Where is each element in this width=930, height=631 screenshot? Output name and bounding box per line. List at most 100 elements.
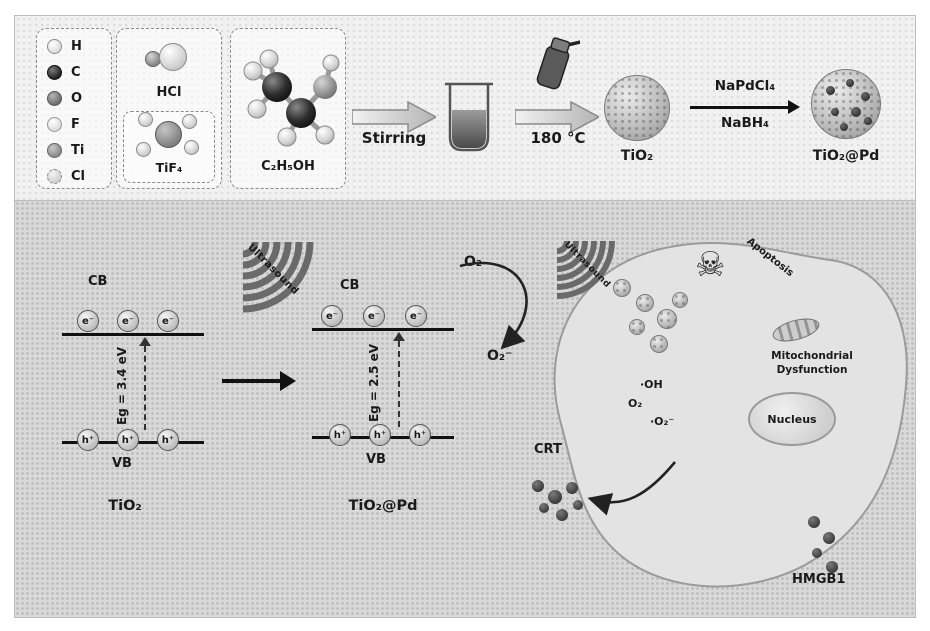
electron-icon: e⁻ bbox=[77, 310, 99, 332]
tif4-box: TiF₄ bbox=[123, 111, 215, 183]
mitochondrial-label-line2: Dysfunction bbox=[776, 364, 848, 376]
atom-c-icon bbox=[47, 64, 62, 80]
electron-icon: e⁻ bbox=[321, 305, 343, 327]
hole-icon: h⁺ bbox=[117, 429, 139, 451]
legend-item-cl: Cl bbox=[37, 163, 111, 189]
f-atom-icon bbox=[184, 140, 199, 155]
skull-icon: ☠ bbox=[695, 245, 726, 285]
cb-line-tio2pd bbox=[312, 328, 454, 331]
nanoparticle-icon bbox=[613, 279, 631, 297]
legend-label-f: F bbox=[71, 116, 80, 132]
electron-icon: e⁻ bbox=[363, 305, 385, 327]
cb-line-tio2 bbox=[62, 333, 204, 336]
hole-icon: h⁺ bbox=[329, 424, 351, 446]
crt-dot-icon bbox=[573, 500, 583, 510]
mitochondrial-label-line1: Mitochondrial bbox=[771, 350, 853, 362]
bandgap-arrow-head-tio2pd bbox=[393, 332, 405, 341]
ti-atom-icon bbox=[155, 121, 182, 148]
electron-icon: e⁻ bbox=[405, 305, 427, 327]
reduction-arrow-line bbox=[690, 106, 790, 109]
stirring-label: Stirring bbox=[361, 129, 427, 147]
pd-dot-icon bbox=[846, 79, 854, 87]
nanoparticle-icon bbox=[672, 292, 688, 308]
stirring-arrow bbox=[352, 100, 436, 134]
atom-ti-icon bbox=[47, 142, 62, 158]
crt-arrow bbox=[587, 461, 677, 516]
hydroxyl-radical-label: ·OH bbox=[640, 378, 663, 391]
tio2pd-nanoparticle bbox=[811, 69, 881, 139]
superoxide-label: O₂⁻ bbox=[487, 348, 513, 364]
legend-label-o: O bbox=[71, 90, 83, 106]
reduction-arrow-head bbox=[788, 100, 800, 114]
nabh4-label: NaBH₄ bbox=[721, 115, 769, 131]
crt-dot-icon bbox=[556, 509, 568, 521]
hmgb1-label: HMGB1 bbox=[792, 572, 846, 587]
bandgap-arrow-tio2 bbox=[144, 346, 146, 430]
nucleus-label: Nucleus bbox=[767, 412, 817, 426]
transformation-arrow-line bbox=[222, 379, 280, 383]
pd-dot-icon bbox=[826, 86, 835, 95]
bandgap-label-tio2: Eg = 3.4 eV bbox=[115, 346, 129, 426]
cb-label-tio2pd: CB bbox=[340, 278, 360, 293]
napdcl4-label: NaPdCl₄ bbox=[714, 78, 776, 94]
atom-o-icon bbox=[47, 90, 62, 106]
legend-label-h: H bbox=[71, 38, 82, 54]
autoclave-icon bbox=[536, 37, 580, 90]
legend-item-h: H bbox=[37, 33, 111, 59]
legend-label-ti: Ti bbox=[71, 142, 85, 158]
hmgb1-dot-icon bbox=[823, 532, 835, 544]
o2-cell-label: O₂ bbox=[628, 397, 643, 410]
pd-dot-icon bbox=[861, 92, 870, 101]
transformation-arrow-head bbox=[280, 371, 296, 391]
pd-dot-icon bbox=[840, 123, 848, 131]
tio2-nanoparticle bbox=[604, 75, 670, 141]
o2-label: O₂ bbox=[464, 254, 483, 270]
ethanol-label: C₂H₅OH bbox=[261, 159, 315, 174]
nucleus: Nucleus bbox=[748, 392, 836, 446]
tio2-product-label: TiO₂ bbox=[620, 148, 654, 164]
hole-icon: h⁺ bbox=[409, 424, 431, 446]
legend-label-c: C bbox=[71, 64, 81, 80]
nanoparticle-icon bbox=[636, 294, 654, 312]
legend-item-o: O bbox=[37, 85, 111, 111]
atom-legend: H C O F Ti Cl bbox=[36, 28, 112, 189]
superoxide-cell-label: ·O₂⁻ bbox=[650, 415, 675, 428]
heating-arrow bbox=[515, 100, 599, 134]
bandgap-arrow-tio2pd bbox=[398, 341, 400, 427]
precursor-box-ethanol: C₂H₅OH bbox=[230, 28, 346, 189]
o2-reduction-arrow bbox=[459, 261, 528, 350]
hole-icon: h⁺ bbox=[369, 424, 391, 446]
f-atom-icon bbox=[138, 112, 153, 127]
atom-f-icon bbox=[47, 116, 62, 132]
material-label-tio2: TiO₂ bbox=[108, 498, 142, 514]
hole-icon: h⁺ bbox=[77, 429, 99, 451]
tio2pd-product-label: TiO₂@Pd bbox=[812, 148, 880, 164]
beaker-icon bbox=[445, 82, 493, 152]
bandgap-label-tio2pd: Eg = 2.5 eV bbox=[367, 343, 381, 423]
ethanol-molecule bbox=[243, 49, 340, 147]
hmgb1-dot-icon bbox=[826, 561, 838, 573]
vb-label-tio2: VB bbox=[112, 456, 132, 471]
nanoparticle-icon bbox=[650, 335, 668, 353]
legend-item-c: C bbox=[37, 59, 111, 85]
f-atom-icon bbox=[136, 142, 151, 157]
legend-label-cl: Cl bbox=[71, 168, 85, 184]
cb-label-tio2: CB bbox=[88, 274, 108, 289]
pd-dot-icon bbox=[831, 108, 839, 116]
nanoparticle-icon bbox=[629, 319, 645, 335]
hmgb1-dot-icon bbox=[808, 516, 820, 528]
crt-dot-icon bbox=[566, 482, 578, 494]
hole-icon: h⁺ bbox=[157, 429, 179, 451]
crt-dot-icon bbox=[532, 480, 544, 492]
atom-h-icon bbox=[47, 38, 62, 54]
legend-item-f: F bbox=[37, 111, 111, 137]
material-label-tio2pd: TiO₂@Pd bbox=[348, 498, 418, 514]
ultrasound-icon bbox=[242, 241, 314, 313]
vb-label-tio2pd: VB bbox=[366, 452, 386, 467]
ultrasound-icon bbox=[556, 240, 615, 299]
crt-dot-icon bbox=[539, 503, 549, 513]
hcl-label: HCl bbox=[156, 85, 182, 100]
atom-cl-icon bbox=[47, 168, 62, 184]
bandgap-arrow-head-tio2 bbox=[139, 337, 151, 346]
